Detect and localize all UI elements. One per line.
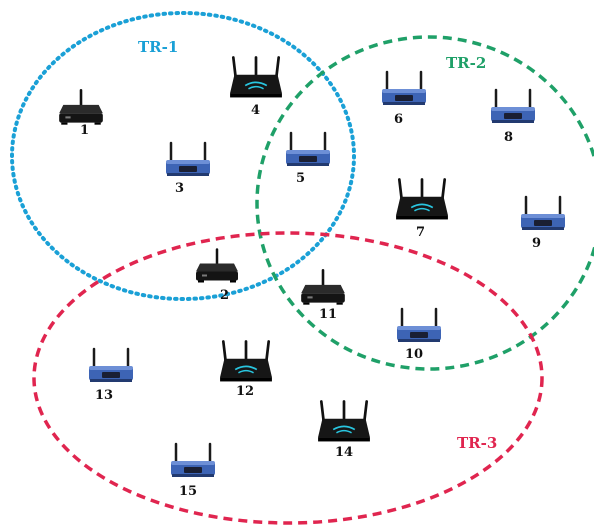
black-3-antenna-router-icon (317, 400, 371, 443)
router-2: 2 (194, 248, 240, 303)
router-8: 8 (489, 88, 537, 145)
router-label: 12 (236, 384, 254, 399)
zone-tr-3-boundary (32, 231, 544, 525)
black-3-antenna-router-icon (219, 340, 273, 383)
blue-router-icon (169, 442, 217, 479)
router-6: 6 (380, 70, 428, 127)
black-3-antenna-router-icon (229, 56, 283, 99)
zone-label-tr-3: TR-3 (457, 434, 497, 452)
router-15: 15 (169, 442, 217, 499)
router-14: 14 (317, 400, 371, 460)
router-7: 7 (395, 178, 449, 240)
blue-router-icon (395, 307, 443, 344)
router-label: 7 (416, 225, 425, 240)
router-10: 10 (395, 307, 443, 362)
router-label: 13 (95, 388, 113, 403)
router-9: 9 (519, 195, 567, 251)
router-11: 11 (299, 269, 347, 322)
blue-router-icon (284, 131, 332, 168)
blue-router-icon (164, 141, 212, 178)
router-3: 3 (164, 141, 212, 196)
router-label: 10 (405, 347, 423, 362)
black-3-antenna-router-icon (395, 178, 449, 221)
blue-router-icon (519, 195, 567, 232)
black-router-icon (194, 248, 240, 284)
router-12: 12 (219, 340, 273, 399)
router-label: 14 (335, 445, 353, 460)
router-5: 5 (284, 131, 332, 186)
router-label: 1 (80, 123, 89, 138)
black-router-icon (57, 89, 105, 126)
blue-router-icon (87, 347, 135, 384)
router-label: 11 (319, 307, 337, 322)
router-label: 8 (504, 130, 513, 145)
black-router-icon (299, 269, 347, 306)
router-label: 6 (394, 112, 403, 127)
router-1: 1 (57, 89, 105, 138)
router-label: 3 (175, 181, 184, 196)
router-label: 15 (179, 484, 197, 499)
router-label: 5 (296, 171, 305, 186)
zone-label-tr-1: TR-1 (138, 38, 178, 56)
router-label: 9 (532, 236, 541, 251)
zone-tr-2-boundary (255, 35, 594, 371)
router-label: 4 (251, 103, 260, 118)
router-4: 4 (229, 56, 283, 118)
blue-router-icon (380, 70, 428, 107)
zone-tr-1-boundary (10, 11, 356, 301)
router-label: 2 (220, 288, 229, 303)
blue-router-icon (489, 88, 537, 125)
zone-label-tr-2: TR-2 (446, 54, 486, 72)
router-13: 13 (87, 347, 135, 403)
